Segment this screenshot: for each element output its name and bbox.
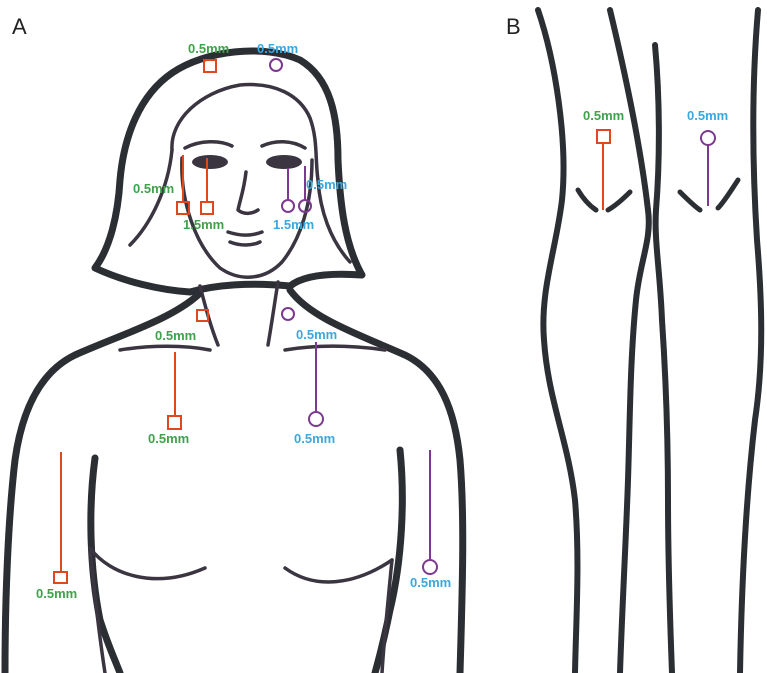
panel-label-b: B xyxy=(506,14,521,39)
breast-left xyxy=(90,548,205,579)
collar-left xyxy=(120,346,210,350)
circle-marker-cheek-1 xyxy=(282,200,294,212)
torso-drawing xyxy=(5,51,463,673)
leg-outer-left xyxy=(538,10,577,673)
label-chest-right-blue: 0.5mm xyxy=(294,431,335,446)
knee-left-inner xyxy=(578,190,596,210)
circle-marker-neck xyxy=(282,308,294,320)
mouth xyxy=(228,232,262,245)
label-cheek-right-blue: 0.5mm xyxy=(306,177,347,192)
hair-left-strand xyxy=(130,150,172,245)
inner-arm-left xyxy=(91,458,120,673)
circle-marker-forehead xyxy=(270,59,282,71)
left-eye xyxy=(192,155,228,169)
square-marker-arm xyxy=(54,572,67,583)
leg-outer-right xyxy=(740,10,761,673)
knee-right-inner xyxy=(680,192,700,210)
neck-right xyxy=(268,282,278,345)
left-eyebrow xyxy=(185,142,232,148)
label-forehead-green: 0.5mm xyxy=(188,41,229,56)
nose xyxy=(238,172,258,213)
circle-marker-knee xyxy=(701,131,715,145)
label-cheek-left-green: 0.5mm xyxy=(133,181,174,196)
label-forehead-blue: 0.5mm xyxy=(257,41,298,56)
square-marker-chest xyxy=(168,416,181,429)
square-marker-forehead xyxy=(204,60,216,72)
label-arm-left-green: 0.5mm xyxy=(36,586,77,601)
square-marker-knee xyxy=(597,130,610,143)
square-marker-cheek-2 xyxy=(201,202,213,214)
label-knee-right-blue: 0.5mm xyxy=(687,108,728,123)
knee-left-outer xyxy=(608,192,630,210)
collar-right xyxy=(285,346,385,350)
label-neck-left-green: 0.5mm xyxy=(155,328,196,343)
label-neck-right-blue: 0.5mm xyxy=(296,327,337,342)
label-knee-left-green: 0.5mm xyxy=(583,108,624,123)
right-eye xyxy=(266,155,302,169)
panel-label-a: A xyxy=(12,14,27,39)
circle-marker-chest xyxy=(309,412,323,426)
torso-side-left xyxy=(90,548,105,673)
knee-right-outer xyxy=(718,180,738,208)
leg-inner-right xyxy=(655,45,672,673)
circle-marker-arm xyxy=(423,560,437,574)
label-arm-right-blue: 0.5mm xyxy=(410,575,451,590)
breast-right xyxy=(285,560,392,582)
label-cheek-right-blue2: 1.5mm xyxy=(273,217,314,232)
label-cheek-left-green2: 1.5mm xyxy=(183,217,224,232)
label-chest-left-green: 0.5mm xyxy=(148,431,189,446)
right-eyebrow xyxy=(262,142,305,148)
